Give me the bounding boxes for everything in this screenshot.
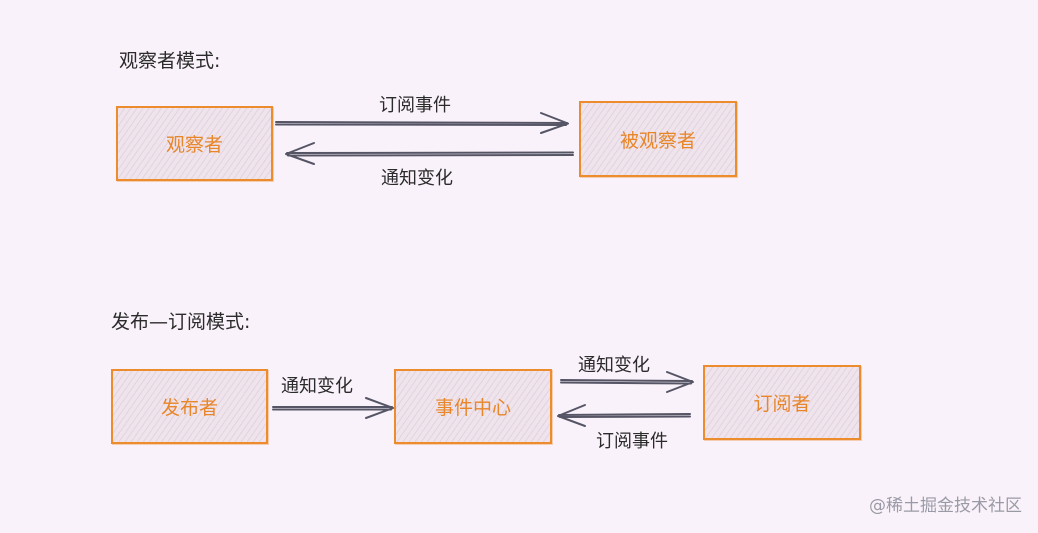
arrow-publisher-to-center: [272, 397, 394, 419]
watermark: @稀土掘金技术社区: [869, 496, 1022, 516]
node-event-center: 事件中心: [394, 369, 552, 444]
edge-label-subscribe: 订阅事件: [379, 95, 451, 116]
node-publisher: 发布者: [111, 369, 268, 444]
edge-label-publish-notify: 通知变化: [281, 376, 353, 397]
pubsub-section-title: 发布—订阅模式:: [111, 311, 251, 333]
edge-label-pubsub-subscribe: 订阅事件: [596, 431, 668, 452]
arrow-subscriber-to-center: [557, 404, 691, 427]
edge-label-notify: 通知变化: [381, 168, 453, 189]
edge-label-center-notify: 通知变化: [578, 355, 650, 376]
arrow-center-to-subscriber: [560, 371, 694, 393]
observer-section-title: 观察者模式:: [119, 50, 221, 72]
node-observer: 观察者: [116, 106, 273, 181]
node-subscriber: 订阅者: [703, 365, 861, 440]
node-subject: 被观察者: [579, 101, 737, 177]
arrow-subscribe-to-subject: [275, 112, 569, 134]
arrow-notify-to-observer: [285, 142, 574, 165]
